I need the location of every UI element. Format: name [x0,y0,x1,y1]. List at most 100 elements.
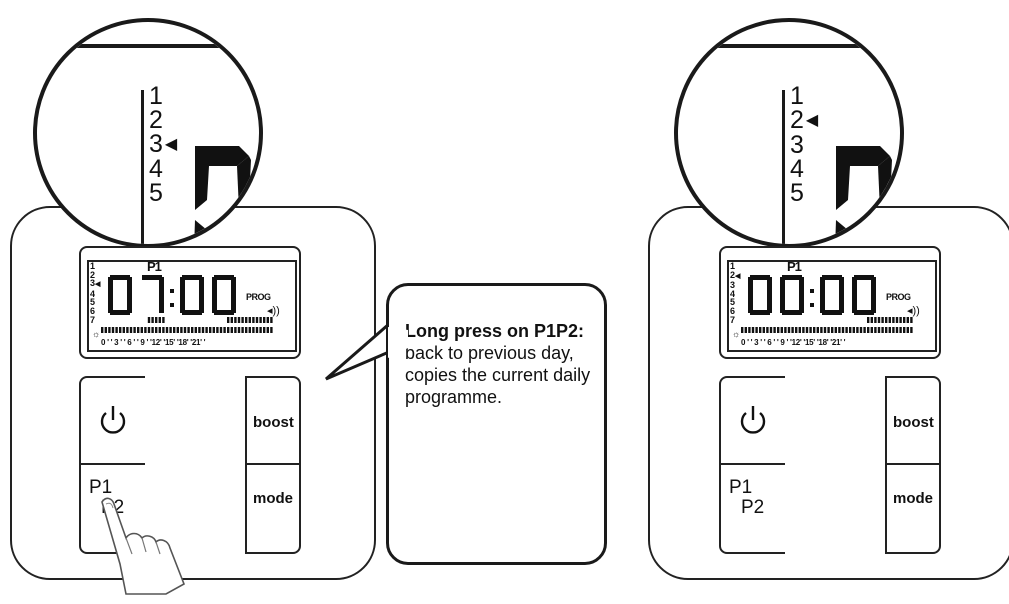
program-bar [777,327,780,333]
mode-button[interactable]: mode [245,463,301,554]
program-bar [101,327,104,333]
program-bar [834,327,837,333]
program-bar [255,317,259,323]
boost-label: boost [253,414,294,431]
segment [839,277,844,295]
callout-bubble: Long press on P1P2: back to previous day… [386,283,607,565]
program-bar [867,327,870,333]
segment [839,295,844,313]
lcd-day-arrow-icon: ◀ [95,281,101,289]
segment [852,277,857,295]
program-bar [234,327,237,333]
boost-button[interactable]: boost [245,376,301,465]
minus-button[interactable] [145,465,247,554]
program-bar [237,317,241,323]
power-icon [740,406,766,434]
magnifier-frame-line [141,90,144,244]
segment [799,295,804,313]
program-bar [881,327,884,333]
program-bar [906,317,909,323]
program-bar [129,327,133,333]
segment [127,295,132,313]
segment [782,310,802,315]
mag-day-number: 3 [790,131,804,160]
magnifier-day-numbers: 1 2 3◀ 4 5 [149,84,178,206]
program-bar [245,327,248,333]
power-icon [100,406,126,434]
p1-label: P1 [729,477,753,498]
program-bar [108,327,111,333]
segment [110,310,130,315]
program-bar [903,317,906,323]
mode-button[interactable]: mode [885,463,941,554]
program-bar [867,317,870,323]
segment [852,295,857,313]
magnifier-frame-line [782,90,785,244]
power-button[interactable] [719,376,787,465]
segment [799,277,804,295]
program-bar [741,327,744,333]
minus-button[interactable] [785,465,887,554]
program-bar [259,317,262,323]
magnifier-frame-line [37,44,259,48]
boost-button[interactable]: boost [885,376,941,465]
program-bar [780,327,783,333]
program-bar [769,327,773,333]
program-bar [147,317,151,323]
program-bar [122,327,125,333]
program-bar [751,327,755,333]
segment [820,295,825,313]
lcd-frame-left: 1 2 3◀ 4 5 6 7 P1 PROG ◂)) ☼ 0 ' ' 3 ' '… [79,246,301,359]
program-bar [895,327,899,333]
program-bar [863,327,866,333]
program-bar [209,327,212,333]
lcd-program-label: P1 [147,259,162,274]
program-bar [140,327,143,333]
selection-arrow-icon: ◀ [164,136,178,154]
selection-arrow-icon: ◀ [805,112,819,130]
lcd-day-numbers: 1 2◀ 3 4 5 6 7 [730,261,741,325]
program-bar [759,327,762,333]
segment [780,277,785,295]
program-bar [205,327,208,333]
sun-icon: ☼ [732,329,741,339]
segment [822,275,842,280]
program-bar [899,327,902,333]
segment [180,277,185,295]
segment [854,275,874,280]
p1p2-button[interactable]: P1 P2 [719,463,787,554]
program-bar [888,317,891,323]
program-bar [266,327,269,333]
program-bar [144,327,147,333]
program-bar [784,327,787,333]
lcd-prog-label: PROG [246,292,271,302]
segment [750,310,770,315]
program-bar [895,317,899,323]
program-bar [259,327,262,333]
segment [212,295,217,313]
callout-pointer-cover [388,327,408,358]
program-bar [155,327,158,333]
program-bar [874,317,877,323]
program-bar [877,317,881,323]
segment [199,277,204,295]
program-bar [885,327,888,333]
callout-bold-text: Long press on P1P2: [405,321,585,341]
program-bar [248,317,251,323]
program-bar [798,327,801,333]
program-bar [241,327,244,333]
segment [871,277,876,295]
plus-button[interactable] [145,376,247,465]
power-button[interactable] [79,376,147,465]
segment [108,295,113,313]
program-bar [870,327,873,333]
program-bar [219,327,223,333]
boost-label: boost [893,414,934,431]
plus-button[interactable] [785,376,887,465]
mag-day-number: 2◀ [790,106,819,134]
segment [108,277,113,295]
segment [767,277,772,295]
colon-dot [170,303,174,307]
segment [159,295,164,313]
program-bar [813,327,816,333]
